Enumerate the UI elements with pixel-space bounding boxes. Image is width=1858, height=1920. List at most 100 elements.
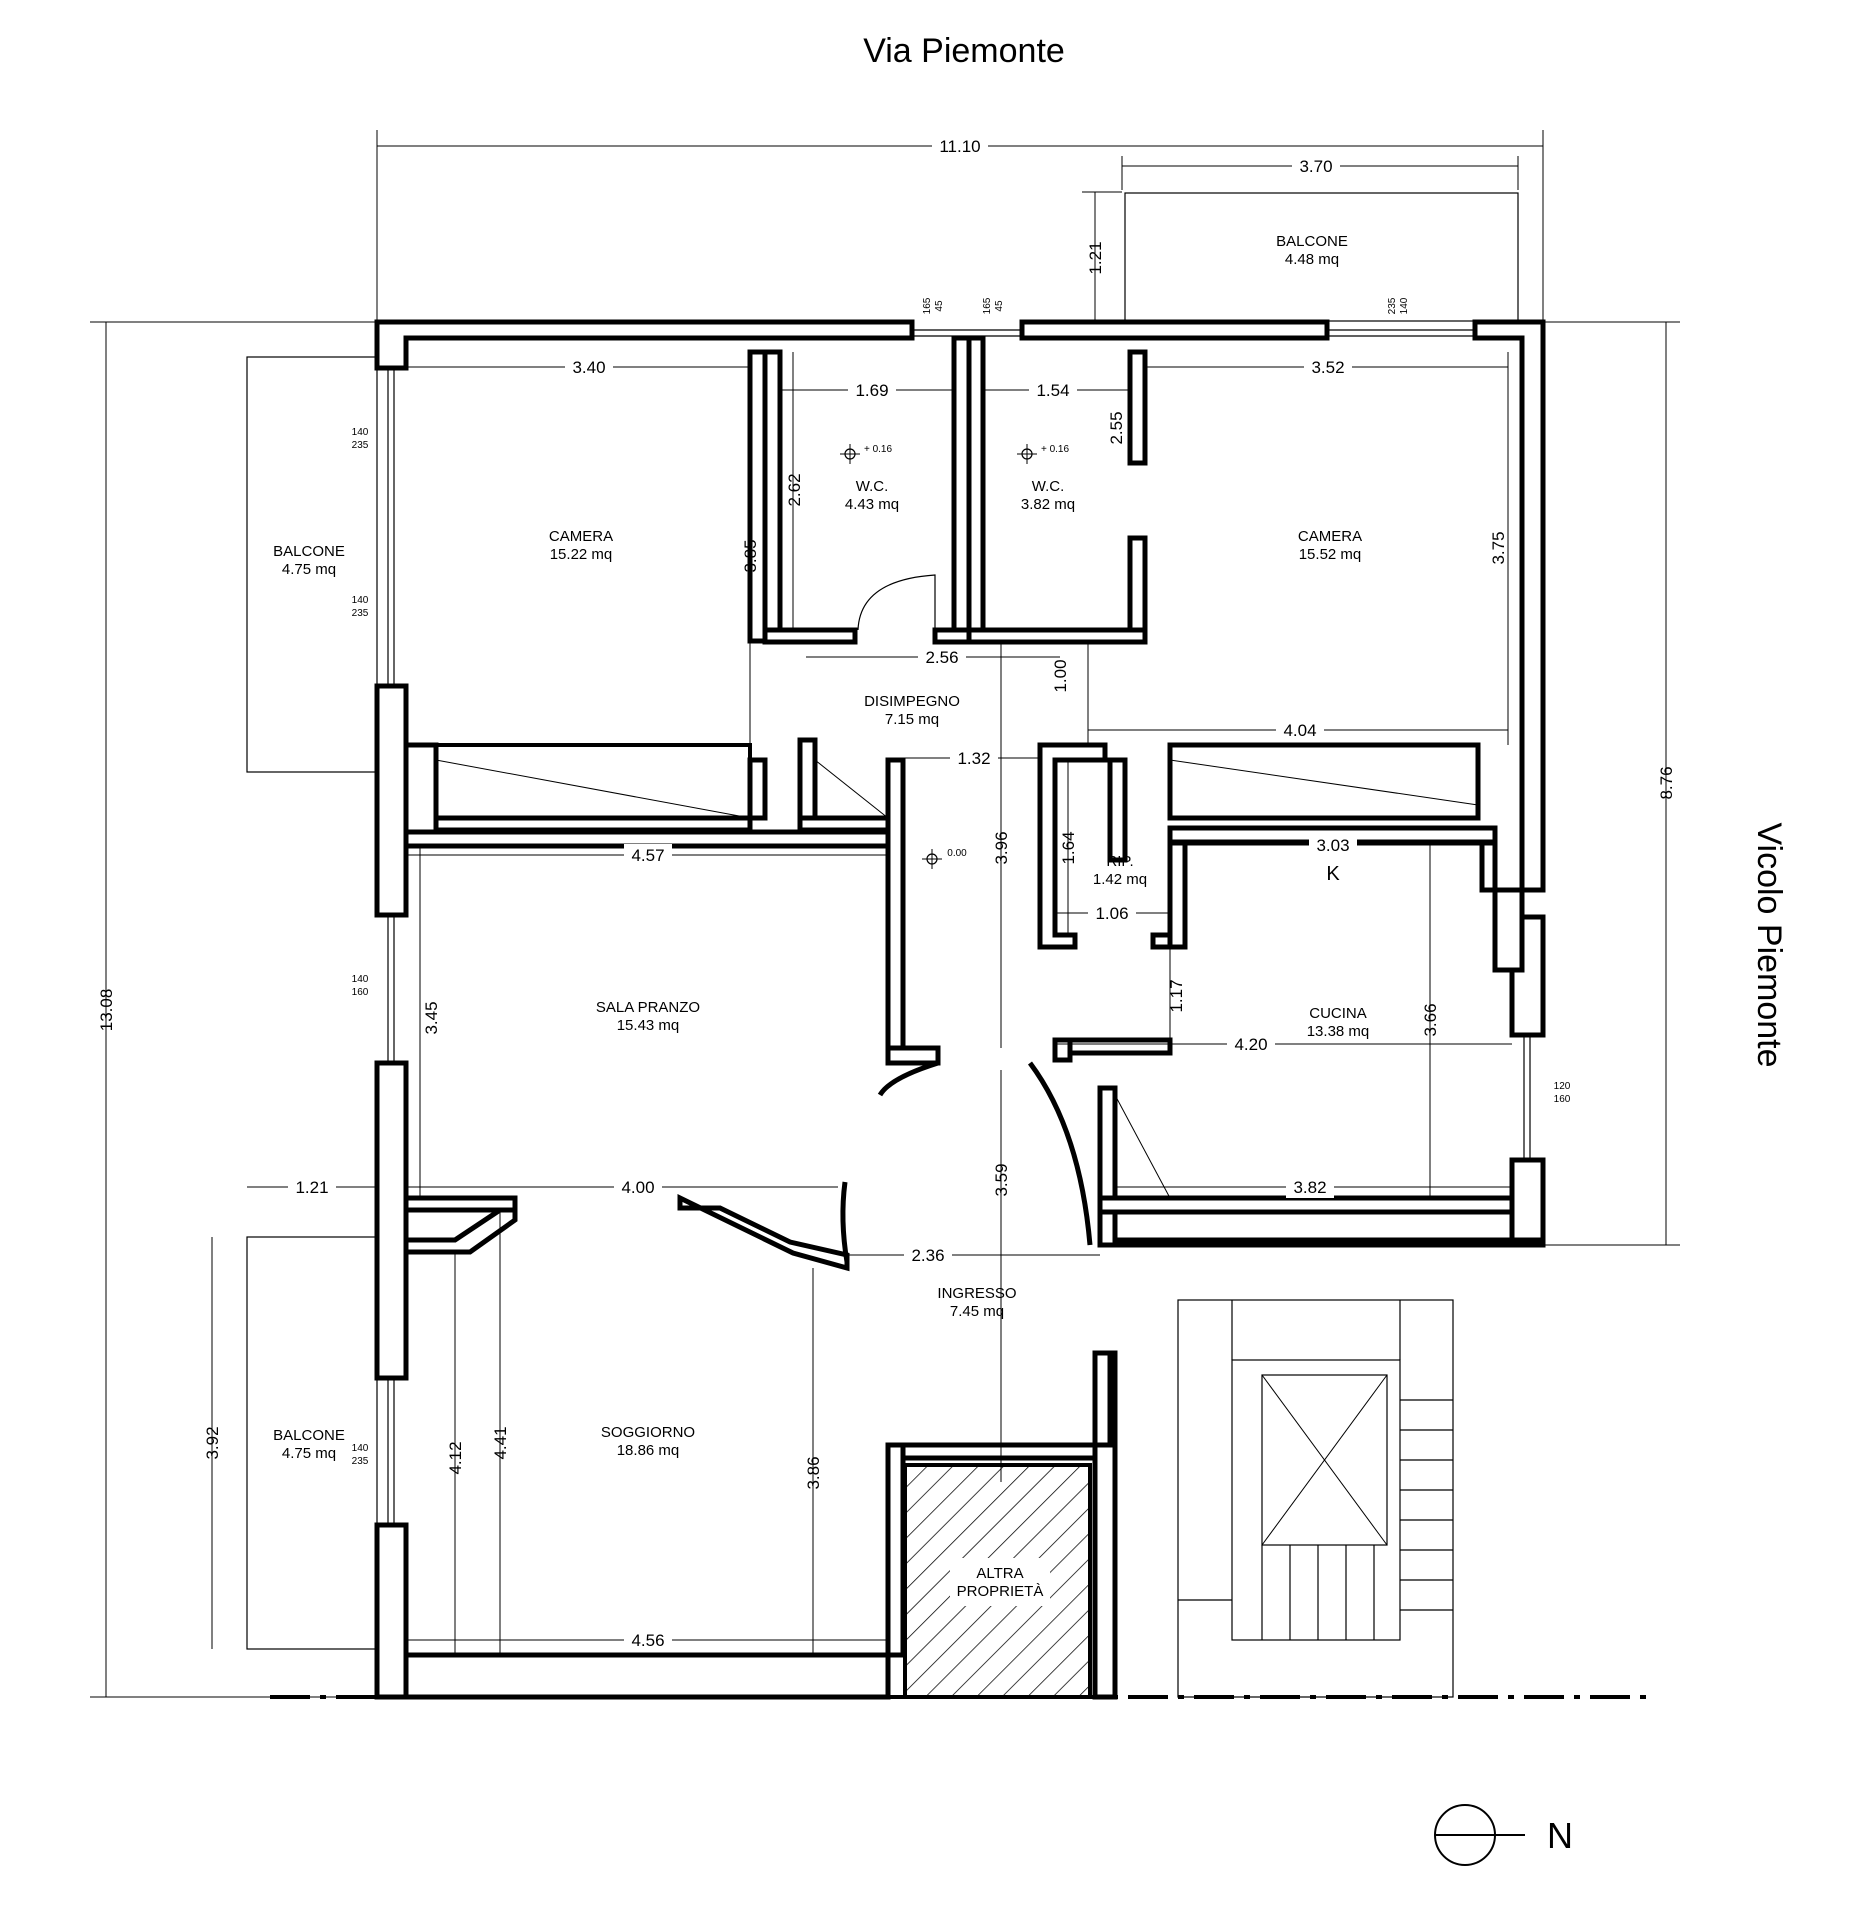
window-width: 140 — [352, 595, 369, 606]
room-area: 15.52 mq — [1299, 546, 1362, 563]
room-area: 4.48 mq — [1285, 251, 1339, 268]
dim-label: 3.40 — [572, 358, 605, 377]
dim-label: 1.06 — [1095, 904, 1128, 923]
dim-label: 4.57 — [631, 846, 664, 865]
wardrobes — [435, 759, 1479, 1199]
dim-label: 4.41 — [491, 1426, 510, 1459]
dim-label: 2.55 — [1107, 411, 1126, 444]
window-width: 140 — [1399, 297, 1410, 314]
dim-label: 2.36 — [911, 1246, 944, 1265]
dim-label: 4.56 — [631, 1631, 664, 1650]
altra-proprieta — [903, 1463, 1092, 1699]
dim-label: 3.92 — [203, 1426, 222, 1459]
kitchen-mark: K — [1326, 863, 1340, 885]
window-height: 165 — [982, 297, 993, 314]
room-area: 18.86 mq — [617, 1442, 680, 1459]
window-width: 140 — [352, 974, 369, 985]
room-area: 7.15 mq — [885, 711, 939, 728]
room-area: 4.43 mq — [845, 496, 899, 513]
dim-label: 1.69 — [855, 381, 888, 400]
room-area: 4.75 mq — [282, 1445, 336, 1462]
dim-label: 2.56 — [925, 648, 958, 667]
window-labels: 45 165 45 165 140 235 140 235 140 235 14… — [352, 297, 1571, 1467]
level-label: + 0.16 — [864, 444, 893, 455]
room-area: 13.38 mq — [1307, 1023, 1370, 1040]
window-width: 140 — [352, 1443, 369, 1454]
room-name: SOGGIORNO — [601, 1424, 695, 1441]
curved-walls — [840, 1060, 1093, 1263]
dim-label: 1.54 — [1036, 381, 1069, 400]
window-height: 235 — [352, 1456, 369, 1467]
north-arrow: N — [1434, 1804, 1573, 1866]
dim-label: 4.12 — [446, 1441, 465, 1474]
room-name: SALA PRANZO — [596, 999, 700, 1016]
room-area: 7.45 mq — [950, 1303, 1004, 1320]
room-name: W.C. — [1032, 478, 1065, 495]
window-width: 45 — [994, 300, 1005, 312]
level-label: 0.00 — [947, 848, 967, 859]
room-area: PROPRIETÀ — [957, 1583, 1044, 1600]
street-right: Vicolo Piemonte — [1750, 822, 1788, 1067]
dim-label: 1.21 — [295, 1178, 328, 1197]
dim-label: 4.00 — [621, 1178, 654, 1197]
staircase — [1177, 1299, 1454, 1698]
window-height: 235 — [352, 440, 369, 451]
dim-label: 3.82 — [1293, 1178, 1326, 1197]
room-name: CAMERA — [1298, 528, 1362, 545]
room-area: 15.22 mq — [550, 546, 613, 563]
dim-label: 2.62 — [785, 473, 804, 506]
room-area: 1.42 mq — [1093, 871, 1147, 888]
doors — [857, 574, 936, 631]
dim-label: 3.85 — [741, 539, 760, 572]
room-name: CAMERA — [549, 528, 613, 545]
dim-label: 3.03 — [1316, 836, 1349, 855]
window-height: 165 — [922, 297, 933, 314]
room-name: BALCONE — [1276, 233, 1348, 250]
room-name: BALCONE — [273, 1427, 345, 1444]
room-name: BALCONE — [273, 543, 345, 560]
room-area: 3.82 mq — [1021, 496, 1075, 513]
dim-label: 3.45 — [422, 1001, 441, 1034]
window-height: 235 — [1387, 297, 1398, 314]
dim-label: 1.32 — [957, 749, 990, 768]
room-name: CUCINA — [1309, 1005, 1367, 1022]
window-width: 120 — [1554, 1081, 1571, 1092]
dim-label: 1.17 — [1167, 979, 1186, 1012]
window-width: 45 — [934, 300, 945, 312]
dim-label: 3.70 — [1299, 157, 1332, 176]
window-openings — [387, 329, 1531, 1525]
dim-label: 3.52 — [1311, 358, 1344, 377]
north-label: N — [1547, 1815, 1573, 1856]
dimension-labels: 11.10 3.70 1.21 3.40 1.69 1.54 3.52 2.55… — [97, 134, 1676, 1651]
dim-label: 11.10 — [939, 137, 980, 156]
street-top: Via Piemonte — [863, 32, 1065, 70]
dim-label: 3.96 — [992, 831, 1011, 864]
dim-label: 1.00 — [1051, 659, 1070, 692]
dim-label: 8.76 — [1657, 766, 1676, 799]
balconies — [246, 192, 1519, 1650]
dim-label: 3.75 — [1489, 531, 1508, 564]
room-area: 4.75 mq — [282, 561, 336, 578]
dim-label: 3.66 — [1421, 1003, 1440, 1036]
level-label: + 0.16 — [1041, 444, 1070, 455]
level-markers: + 0.16 + 0.16 0.00 — [840, 444, 1069, 869]
dim-label: 1.21 — [1086, 241, 1105, 274]
dim-label: 3.86 — [804, 1456, 823, 1489]
window-height: 235 — [352, 608, 369, 619]
dim-label: 1.64 — [1059, 831, 1078, 864]
room-name: INGRESSO — [937, 1285, 1016, 1302]
room-labels: CAMERA 15.22 mq W.C. 4.43 mq W.C. 3.82 m… — [273, 233, 1369, 1600]
dim-label: 4.04 — [1283, 721, 1316, 740]
interior-walls — [403, 335, 1525, 1658]
window-height: 160 — [352, 987, 369, 998]
room-name: RIP. — [1106, 853, 1133, 870]
room-name: ALTRA — [976, 1565, 1023, 1582]
dim-label: 13.08 — [97, 989, 116, 1032]
room-name: W.C. — [856, 478, 889, 495]
room-name: DISIMPEGNO — [864, 693, 960, 710]
window-height: 160 — [1554, 1094, 1571, 1105]
dim-label: 3.59 — [992, 1163, 1011, 1196]
room-area: 15.43 mq — [617, 1017, 680, 1034]
dim-label: 4.20 — [1234, 1035, 1267, 1054]
